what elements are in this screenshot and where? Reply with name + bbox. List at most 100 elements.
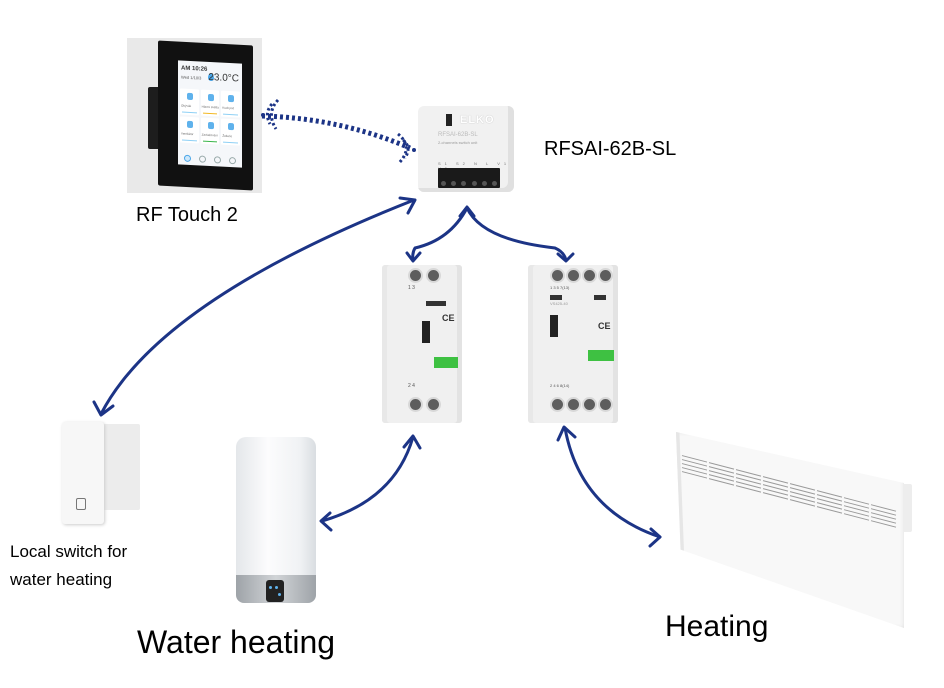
grille-slot: [735, 485, 762, 493]
panel-heater-grille: [681, 455, 897, 528]
water-heater-control-panel: [266, 580, 284, 602]
grille-slot: [735, 481, 762, 489]
grille-slot: [762, 492, 789, 500]
screen-tile: Hlavní světla: [200, 89, 220, 117]
local-switch-label-line1: Local switch for: [10, 542, 128, 561]
tile-label: Hlavní světla: [201, 104, 219, 110]
indicator-icon: [275, 586, 278, 589]
rfsai-device-subtitle: 2-channels switch unit: [438, 140, 478, 145]
tile-icon: [207, 93, 214, 102]
terminal-screw: [426, 268, 441, 283]
screen-nav: [180, 154, 240, 165]
grille-slot: [681, 455, 708, 463]
indicator-icon: [278, 593, 281, 596]
tile-label: Ventilátor: [181, 131, 194, 137]
grille-slot: [789, 483, 816, 491]
tile-bar: [223, 141, 238, 144]
terminal-screw: [471, 181, 477, 186]
terminal-screw: [598, 397, 613, 412]
contactor-2-model: VS425-40: [550, 301, 568, 306]
rfsai-device-model: RFSAI-62B-SL: [438, 132, 478, 138]
tile-bar: [223, 113, 238, 116]
tile-bar: [182, 111, 197, 114]
grille-slot: [735, 477, 762, 485]
grille-slot: [843, 505, 870, 513]
wire-rfsai-to-contactor-1: [411, 206, 469, 262]
home-icon: [184, 154, 191, 163]
terminal-screw: [408, 397, 423, 412]
screen-date: Wed 1/10/3: [181, 74, 202, 81]
tile-bar: [202, 112, 218, 115]
grille-slot: [735, 473, 762, 481]
rfsai-terminal-block: [438, 168, 500, 188]
grille-slot: [708, 470, 735, 478]
grille-slot: [843, 509, 870, 517]
terminal-screw: [582, 268, 597, 283]
arrowhead-icon: [458, 205, 476, 218]
arrowhead-icon: [402, 434, 422, 450]
grille-slot: [870, 520, 897, 528]
grille-slot: [870, 508, 897, 516]
rf-touch-2-label: RF Touch 2: [136, 204, 238, 226]
screen-tile: Obývák: [180, 88, 199, 116]
screen-tile: Kuchyně: [221, 90, 240, 118]
tile-label: Obývák: [181, 103, 192, 109]
wire-local-switch-to-rfsai: [99, 198, 416, 416]
rfsai-brand-logo: ELKO: [460, 114, 495, 126]
wire-rfsai-to-contactor-2: [465, 206, 568, 262]
tile-bar: [182, 139, 197, 142]
water-heater-image: [236, 437, 316, 605]
tile-icon: [187, 120, 193, 129]
terminal-screw: [408, 268, 423, 283]
screen-tile-grid: Obývák Hlavní světla Kuchyně Ventilátor …: [180, 88, 240, 146]
status-indicator: [434, 357, 458, 368]
grille-slot: [681, 467, 708, 475]
brand-badge: [426, 301, 446, 306]
grille-slot: [870, 512, 897, 520]
rfsai-led-switch: [446, 114, 452, 126]
wireless-link-rf-touch-to-rfsai: [261, 113, 411, 151]
grille-slot: [762, 480, 789, 488]
grille-slot: [789, 499, 816, 507]
grille-slot: [843, 501, 870, 509]
rfsai-body: ELKO RFSAI-62B-SL 2-channels switch unit…: [418, 106, 514, 192]
arrowhead-icon: [405, 251, 422, 263]
terminal-screw: [440, 181, 446, 186]
grille-slot: [789, 487, 816, 495]
grille-slot: [789, 491, 816, 499]
screen-tile: Zavlažování: [200, 117, 220, 145]
contactor-1-image: 1 3 CE 2 4: [382, 265, 462, 423]
screen-temperature: 23.0°C: [208, 71, 239, 85]
contactor-1-bottom-terminals: 2 4: [408, 383, 415, 389]
wire-contactor-2-to-panel-heater: [563, 426, 662, 539]
local-switch-label-line2: water heating: [10, 570, 113, 589]
grille-slot: [870, 504, 897, 512]
contactor-2-image: 1 3 5 7(13) VS425-40 CE 2 4 6 8(14): [528, 265, 618, 423]
panel-heater-edge: [676, 432, 684, 551]
grille-slot: [843, 497, 870, 505]
arrowhead-icon: [319, 511, 333, 532]
water-heater-label: Water heating: [137, 624, 336, 660]
terminal-screw: [550, 268, 565, 283]
nav-icon: [199, 155, 206, 163]
terminal-screw: [550, 397, 565, 412]
switch-symbol-icon: [76, 498, 86, 510]
switch-rocker: [62, 422, 104, 524]
contactor-1-top-terminals: 1 3: [408, 285, 415, 291]
grille-slot: [681, 463, 708, 471]
nav-icon: [229, 156, 236, 165]
terminal-screw: [566, 397, 581, 412]
terminal-screw: [492, 181, 498, 186]
screen-tile: Žaluzie: [221, 118, 240, 146]
tile-icon: [228, 94, 235, 103]
screen-tile: Ventilátor: [180, 116, 199, 144]
label-slot: [594, 295, 606, 300]
tile-icon: [207, 121, 214, 130]
rfsai-module-image: ELKO RFSAI-62B-SL 2-channels switch unit…: [418, 100, 514, 194]
rf-touch-2-screen: AM 10:26 Wed 1/10/3 23.0°C Obývák Hlavní…: [178, 60, 242, 168]
grille-slot: [816, 506, 843, 514]
grille-slot: [708, 474, 735, 482]
grille-slot: [681, 471, 708, 479]
grille-slot: [843, 513, 870, 521]
tile-label: Zavlažování: [201, 132, 218, 138]
